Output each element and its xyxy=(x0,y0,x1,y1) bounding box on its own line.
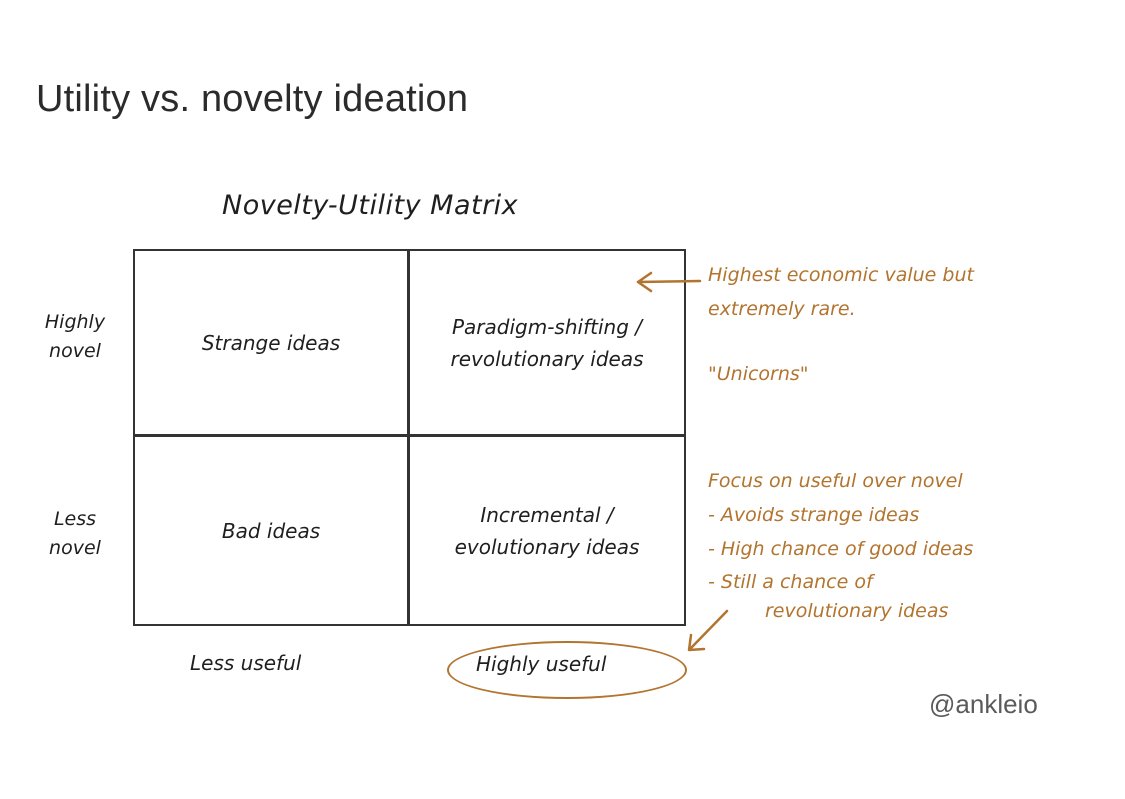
matrix-horizontal-divider xyxy=(133,434,686,437)
cell-bad-ideas: Bad ideas xyxy=(135,437,407,624)
cell-label: Strange ideas xyxy=(201,330,341,355)
cell-incremental-ideas: Incremental / evolutionary ideas xyxy=(410,437,684,624)
annotation-bottom-heading: Focus on useful over novel xyxy=(708,470,963,492)
cell-label-line: Paradigm-shifting / xyxy=(451,314,642,339)
matrix-title: Novelty-Utility Matrix xyxy=(222,190,519,221)
page-title: Utility vs. novelty ideation xyxy=(36,78,469,120)
y-label-line: novel xyxy=(49,340,101,362)
annotation-bottom-line: revolutionary ideas xyxy=(765,600,949,622)
arrow-head-bottom xyxy=(687,633,706,652)
x-label-highly-useful: Highly useful xyxy=(476,652,607,676)
y-label-highly-novel: Highly novel xyxy=(30,308,120,366)
cell-strange-ideas: Strange ideas xyxy=(135,251,407,434)
annotation-unicorns: "Unicorns" xyxy=(708,363,809,385)
arrow-to-highly-useful xyxy=(689,609,729,650)
annotation-top-line: Highest economic value but xyxy=(708,264,974,286)
matrix-vertical-divider xyxy=(407,249,410,626)
y-label-less-novel: Less novel xyxy=(30,505,120,563)
highlight-oval xyxy=(447,641,687,699)
cell-label-line: revolutionary ideas xyxy=(450,346,644,371)
cell-label: Bad ideas xyxy=(221,518,321,543)
cell-paradigm-shifting-ideas: Paradigm-shifting / revolutionary ideas xyxy=(410,251,684,434)
matrix-grid xyxy=(133,249,686,626)
annotation-bottom-line: - Avoids strange ideas xyxy=(708,504,920,526)
cell-label-line: Incremental / xyxy=(480,502,614,527)
y-label-line: Less xyxy=(53,508,97,530)
annotation-bottom-line: - Still a chance of xyxy=(708,571,873,593)
annotation-top-line: extremely rare. xyxy=(708,298,856,320)
credit-handle: @ankleio xyxy=(929,689,1038,719)
x-label-less-useful: Less useful xyxy=(190,651,302,675)
y-label-line: novel xyxy=(49,537,101,559)
cell-label-line: evolutionary ideas xyxy=(454,534,640,559)
y-label-line: Highly xyxy=(44,311,106,333)
annotation-bottom-line: - High chance of good ideas xyxy=(708,538,974,560)
